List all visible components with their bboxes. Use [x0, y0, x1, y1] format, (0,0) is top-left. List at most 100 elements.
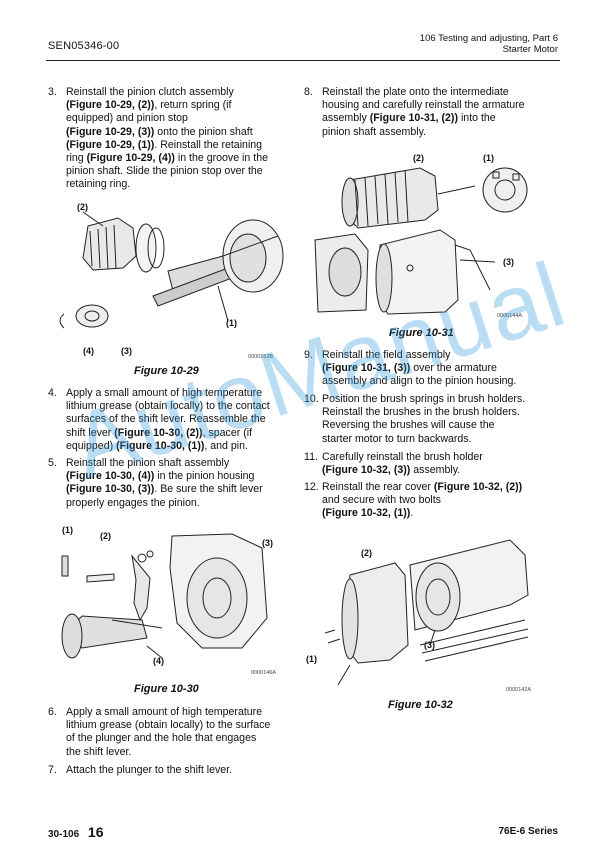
- section-title: 106 Testing and adjusting, Part 6: [419, 33, 558, 44]
- page-number: 16: [87, 824, 104, 840]
- step-text: Position the brush springs in brush hold…: [322, 393, 566, 446]
- step-text: Apply a small amount of high temperature…: [66, 706, 298, 759]
- fig32-image-code: 0000142A: [506, 687, 532, 693]
- step-text: Reinstall the pinion shaft assembly (Fig…: [66, 457, 298, 510]
- fig31-callout-2: (2): [413, 153, 424, 163]
- fig31-image-code: 0000144A: [497, 313, 523, 319]
- step-line: shift lever (Figure 10-30, (2)), spacer …: [66, 426, 253, 439]
- step-line: Apply a small amount of high temperature: [66, 706, 263, 718]
- step-number: 3.: [48, 86, 57, 98]
- fig32-caption: Figure 10-32: [388, 699, 453, 711]
- step-line: (Figure 10-31, (3)) over the armature: [322, 362, 497, 375]
- fig31-caption: Figure 10-31: [389, 327, 454, 339]
- step-text: Reinstall the plate onto the intermediat…: [322, 86, 566, 139]
- fig32-callout-3: (3): [424, 640, 435, 650]
- step-line: (Figure 10-29, (2)), return spring (if: [66, 99, 232, 112]
- step-number: 6.: [48, 706, 57, 718]
- step-line: lithium grease (obtain locally) to the s…: [66, 719, 271, 732]
- step-line: retaining ring.: [66, 178, 131, 191]
- step-line: Reinstall the field assembly: [322, 349, 451, 361]
- step-line: properly engages the pinion.: [66, 496, 200, 509]
- step-line: equipped) (Figure 10-30, (1)), and pin.: [66, 439, 248, 452]
- step-line: (Figure 10-29, (3)) onto the pinion shaf…: [66, 125, 253, 138]
- figure-10-31-illustration: [314, 167, 528, 315]
- step-line: Attach the plunger to the shift lever.: [66, 764, 233, 776]
- fig30-callout-2: (2): [100, 531, 111, 541]
- fig29-callout-1: (1): [226, 318, 237, 328]
- step-8: 8. Reinstall the plate onto the intermed…: [304, 86, 566, 139]
- step-line: Reinstall the pinion clutch assembly: [66, 86, 234, 98]
- step-line: lithium grease (obtain locally) to the c…: [66, 400, 270, 413]
- step-line: Reinstall the rear cover (Figure 10-32, …: [322, 481, 523, 493]
- header-rule: [46, 60, 560, 61]
- step-number: 7.: [48, 764, 57, 776]
- step-line: equipped) and pinion stop: [66, 112, 188, 125]
- footer-series: 76E-6 Series: [498, 826, 559, 837]
- fig30-caption: Figure 10-30: [134, 683, 199, 695]
- step-number: 8.: [304, 86, 313, 98]
- step-5: 5. Reinstall the pinion shaft assembly (…: [48, 457, 298, 510]
- figure-10-30-illustration: [61, 533, 268, 659]
- step-number: 12.: [304, 481, 319, 493]
- step-line: and secure with two bolts: [322, 494, 441, 507]
- step-10: 10. Position the brush springs in brush …: [304, 393, 566, 446]
- step-text: Apply a small amount of high temperature…: [66, 387, 298, 453]
- footer-page-ref: 30-106 16: [48, 824, 104, 840]
- step-line: Position the brush springs in brush hold…: [322, 393, 526, 405]
- step-6: 6. Apply a small amount of high temperat…: [48, 706, 298, 759]
- step-number: 9.: [304, 349, 313, 361]
- section-heading: 106 Testing and adjusting, Part 6 Starte…: [420, 33, 558, 55]
- step-9: 9. Reinstall the field assembly (Figure …: [304, 349, 566, 389]
- step-line: of the plunger and the hole that engages: [66, 732, 257, 745]
- step-line: starter motor to turn backwards.: [322, 432, 472, 445]
- step-number: 11.: [304, 451, 318, 463]
- step-line: Reinstall the brushes in the brush holde…: [322, 406, 520, 419]
- section-page: 30-106: [48, 829, 80, 840]
- step-line: (Figure 10-29, (1)). Reinstall the retai…: [66, 138, 263, 151]
- fig29-caption: Figure 10-29: [134, 365, 199, 377]
- fig32-callout-2: (2): [361, 548, 372, 558]
- step-number: 4.: [48, 387, 57, 399]
- step-line: pinion shaft. Slide the pinion stop over…: [66, 165, 263, 178]
- fig31-callout-1: (1): [483, 153, 494, 163]
- fig29-callout-4: (4): [83, 346, 94, 356]
- section-subtitle: Starter Motor: [502, 44, 558, 55]
- step-text: Carefully reinstall the brush holder (Fi…: [322, 451, 566, 477]
- fig29-callout-2: (2): [77, 202, 88, 212]
- fig30-image-code: 0000146A: [251, 670, 277, 676]
- step-line: (Figure 10-32, (1)).: [322, 507, 414, 520]
- fig29-callout-3: (3): [121, 346, 132, 356]
- step-line: Carefully reinstall the brush holder: [322, 451, 483, 463]
- step-12: 12. Reinstall the rear cover (Figure 10-…: [304, 481, 566, 521]
- step-7: 7. Attach the plunger to the shift lever…: [48, 764, 298, 777]
- fig30-callout-3: (3): [262, 538, 273, 548]
- step-line: Reinstall the pinion shaft assembly: [66, 457, 230, 469]
- step-line: assembly (Figure 10-31, (2)) into the: [322, 112, 496, 125]
- step-text: Reinstall the pinion clutch assembly (Fi…: [66, 86, 298, 192]
- step-number: 10.: [304, 393, 319, 405]
- step-3: 3. Reinstall the pinion clutch assembly …: [48, 86, 298, 192]
- fig32-callout-1: (1): [306, 654, 317, 664]
- step-line: assembly and align to the pinion housing…: [322, 375, 517, 388]
- step-line: (Figure 10-30, (4)) in the pinion housin…: [66, 470, 255, 483]
- step-text: Attach the plunger to the shift lever.: [66, 764, 298, 777]
- doc-code: SEN05346-00: [48, 40, 120, 52]
- figure-10-32-illustration: [324, 539, 529, 686]
- step-line: the shift lever.: [66, 745, 132, 758]
- step-line: Reversing the brushes will cause the: [322, 419, 495, 432]
- step-4: 4. Apply a small amount of high temperat…: [48, 387, 298, 453]
- step-text: Reinstall the field assembly (Figure 10-…: [322, 349, 566, 389]
- fig31-callout-3: (3): [503, 257, 514, 267]
- step-line: (Figure 10-30, (3)). Be sure the shift l…: [66, 483, 263, 496]
- step-number: 5.: [48, 457, 57, 469]
- step-line: housing and carefully reinstall the arma…: [322, 99, 525, 112]
- step-line: surfaces of the shift lever. Reassemble …: [66, 413, 266, 426]
- fig30-callout-4: (4): [153, 656, 164, 666]
- step-line: Reinstall the plate onto the intermediat…: [322, 86, 509, 98]
- step-line: Apply a small amount of high temperature: [66, 387, 263, 399]
- step-11: 11. Carefully reinstall the brush holder…: [304, 451, 566, 477]
- step-line: ring (Figure 10-29, (4)) in the groove i…: [66, 152, 268, 165]
- step-line: (Figure 10-32, (3)) assembly.: [322, 464, 461, 477]
- figure-10-29-illustration: [59, 211, 284, 329]
- step-line: pinion shaft assembly.: [322, 125, 427, 138]
